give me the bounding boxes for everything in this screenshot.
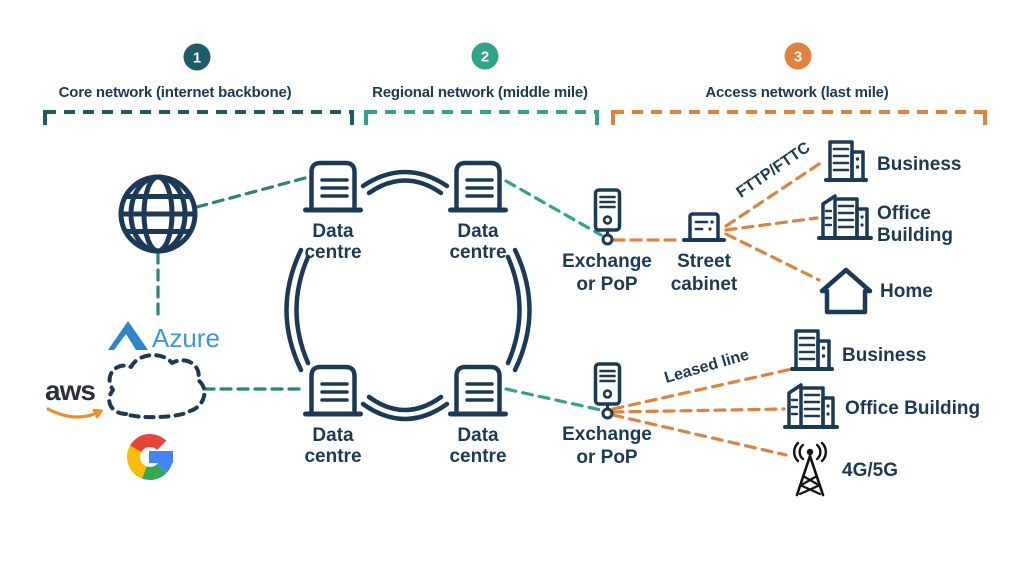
link-datacentre-exchange-top xyxy=(504,179,603,237)
azure-logo: Azure xyxy=(108,321,220,353)
ring-arc-top-outer xyxy=(360,169,450,189)
business-building-icon xyxy=(790,329,834,371)
exchange-pop-node-bottom: Exchange or PoP xyxy=(562,362,652,468)
business-node-bottom: Business xyxy=(790,329,926,371)
office-building-icon xyxy=(817,194,873,240)
ring-arc-top-inner xyxy=(366,178,444,196)
datacentre-node-bottom-right: Data centre xyxy=(448,364,508,467)
datacentre-icon xyxy=(303,364,363,417)
section-2-bracket xyxy=(364,110,599,125)
datacentre-label-line1: Data xyxy=(457,425,499,446)
office-building-node-top: Office Building xyxy=(817,194,953,246)
link-datacentre-exchange-bottom xyxy=(504,387,603,412)
exchange-label-line2: or PoP xyxy=(576,447,638,468)
section-3-number: 3 xyxy=(794,49,802,66)
street-cabinet-label-line1: Street xyxy=(677,251,732,272)
link-exchange-business-leased xyxy=(611,367,794,411)
section-1-badge xyxy=(183,43,211,71)
junction-dot xyxy=(601,233,614,246)
section-1-label: Core network (internet backbone) xyxy=(59,84,292,101)
datacentre-label-line2: centre xyxy=(304,446,361,467)
section-2-label: Regional network (middle mile) xyxy=(372,84,588,101)
aws-smile-icon xyxy=(46,407,103,419)
ring-arc-bottom-inner xyxy=(366,394,444,413)
section-2-header: 2 Regional network (middle mile) xyxy=(364,42,599,125)
google-logo-icon xyxy=(127,433,173,480)
business-label: Business xyxy=(842,345,926,366)
internet-globe-icon xyxy=(118,174,198,254)
home-label: Home xyxy=(880,281,933,302)
street-cabinet-label-line2: cabinet xyxy=(671,274,738,295)
datacentre-label-line1: Data xyxy=(312,425,354,446)
aws-logo: aws xyxy=(45,375,103,419)
section-1-header: 1 Core network (internet backbone) xyxy=(43,43,354,125)
link-exchange-office xyxy=(611,407,786,414)
section-2-badge xyxy=(471,42,499,70)
home-node: Home xyxy=(819,267,933,315)
ring-arc-bottom-outer xyxy=(360,401,450,422)
business-node-top: Business xyxy=(824,140,961,182)
link-cabinet-home xyxy=(724,232,821,282)
datacentre-label-line2: centre xyxy=(449,242,506,263)
home-icon xyxy=(819,267,873,315)
link-exchange-mobile xyxy=(611,413,788,457)
link-cabinet-business xyxy=(724,158,827,228)
datacentre-node-top-left: Data centre xyxy=(303,160,363,263)
datacentre-label-line2: centre xyxy=(449,446,506,467)
mobile-4g5g-node: 4G/5G xyxy=(793,441,898,497)
section-3-label: Access network (last mile) xyxy=(705,84,888,101)
dashed-cloud-icon xyxy=(107,353,207,420)
datacentre-ring xyxy=(284,169,532,422)
exchange-label-line1: Exchange xyxy=(562,424,652,445)
datacentre-label-line1: Data xyxy=(312,221,354,242)
antenna-tower-icon xyxy=(793,441,827,497)
exchange-server-icon xyxy=(593,188,622,246)
section-1-bracket xyxy=(43,110,354,125)
datacentre-node-top-right: Data centre xyxy=(448,160,508,263)
aws-wordmark: aws xyxy=(45,375,95,406)
office-building-icon xyxy=(783,383,839,429)
exchange-label-line2: or PoP xyxy=(576,274,638,295)
datacentre-label-line2: centre xyxy=(304,242,361,263)
azure-wordmark: Azure xyxy=(152,323,220,353)
link-globe-datacentre xyxy=(195,176,307,209)
exchange-server-icon xyxy=(593,362,622,420)
section-1-number: 1 xyxy=(193,50,201,67)
ring-arc-left-outer xyxy=(284,247,304,373)
datacentre-node-bottom-left: Data centre xyxy=(303,364,363,467)
section-3-bracket xyxy=(611,110,987,125)
datacentre-icon xyxy=(448,364,508,417)
ring-arc-right-outer xyxy=(512,247,532,373)
mobile-label: 4G/5G xyxy=(842,460,898,481)
azure-triangle-icon xyxy=(108,321,148,350)
datacentre-icon xyxy=(303,160,363,213)
exchange-pop-node-top: Exchange or PoP xyxy=(562,188,652,295)
business-building-icon xyxy=(824,140,868,182)
exchange-label-line1: Exchange xyxy=(562,251,652,272)
section-2-number: 2 xyxy=(481,49,489,66)
ring-arc-right-inner xyxy=(505,254,522,366)
section-3-header: 3 Access network (last mile) xyxy=(611,42,987,125)
ring-arc-left-inner xyxy=(294,254,311,366)
link-cabinet-office xyxy=(724,216,819,232)
office-label-line1: Office xyxy=(877,203,931,224)
business-label: Business xyxy=(877,154,961,175)
datacentre-icon xyxy=(448,160,508,213)
fttp-fttc-link-label: FTTP/FTTC xyxy=(733,139,813,202)
street-cabinet-icon xyxy=(682,212,726,242)
office-building-node-bottom: Office Building xyxy=(783,383,980,429)
street-cabinet-node: Street cabinet xyxy=(671,212,738,295)
section-3-badge xyxy=(784,42,812,70)
datacentre-label-line1: Data xyxy=(457,221,499,242)
office-label-line2: Building xyxy=(877,225,953,246)
office-building-label: Office Building xyxy=(845,398,980,419)
junction-dot xyxy=(601,407,614,420)
